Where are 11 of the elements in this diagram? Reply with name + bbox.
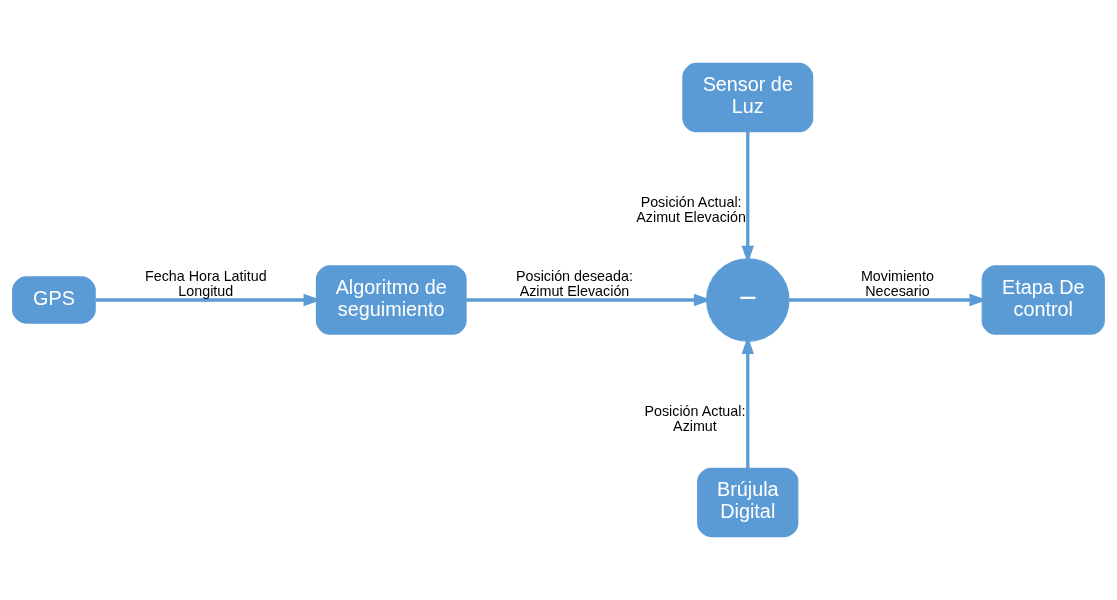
- node-box: Etapa De control: [981, 265, 1105, 335]
- edge-label: Movimiento Necesario: [860, 267, 934, 300]
- node-box: Algoritmo de seguimiento: [315, 265, 467, 335]
- node-circle: −: [706, 258, 790, 342]
- edge-label: Posición deseada: Azimut Elevación: [516, 267, 633, 300]
- node-box: GPS: [12, 276, 96, 324]
- edge-label: Posición Actual: Azimut: [644, 403, 746, 435]
- edge-label: Posición Actual: Azimut Elevación: [636, 193, 746, 226]
- edge-label: Fecha Hora Latitud Longitud: [145, 267, 267, 300]
- node-box: Sensor de Luz: [682, 62, 814, 133]
- node-box: Brújula Digital: [697, 467, 799, 538]
